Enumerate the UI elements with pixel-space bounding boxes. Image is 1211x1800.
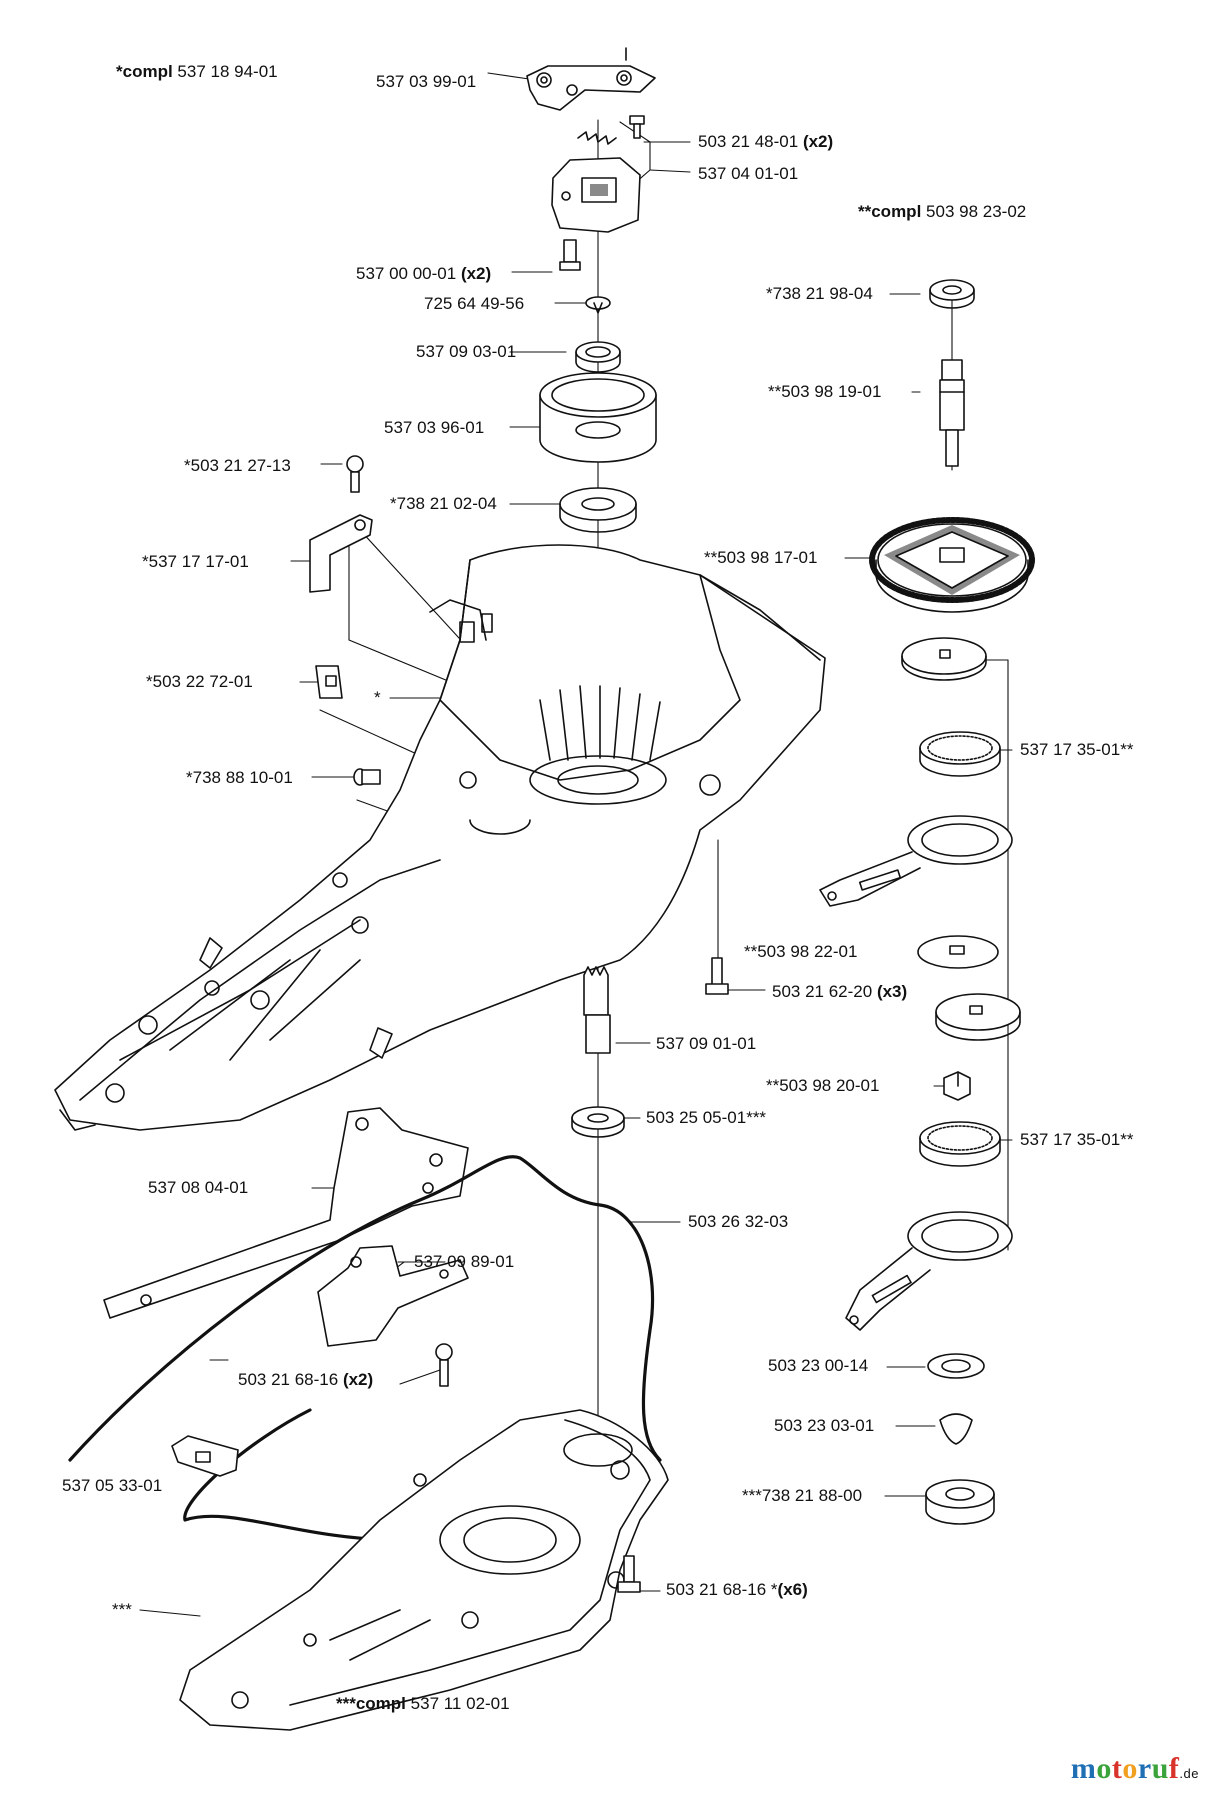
part-label: 537 03 99-01 xyxy=(376,72,477,91)
guide-plate xyxy=(103,1107,469,1319)
screw-503-21-48 xyxy=(629,115,645,139)
needle-bearing-bottom xyxy=(919,1121,1001,1167)
assembly-label-top: *compl 537 18 94-01 xyxy=(116,62,278,81)
part-label: 537 09 89-01 xyxy=(414,1252,515,1271)
part-label: 503 23 00-14 xyxy=(768,1356,869,1375)
logo-letter: t xyxy=(1111,1752,1123,1785)
small-washer xyxy=(585,296,611,314)
large-gear xyxy=(869,517,1035,613)
bearing-738-21-88 xyxy=(925,1479,995,1525)
clip-503-23-03 xyxy=(939,1413,973,1445)
part-label: **503 98 19-01 xyxy=(768,382,882,401)
washer-503-23-00 xyxy=(927,1353,985,1379)
part-label: 537 05 33-01 xyxy=(62,1476,163,1495)
pinion xyxy=(583,966,611,1054)
hex-nut xyxy=(943,1071,971,1101)
part-label: 503 21 68-16 (x2) xyxy=(238,1370,374,1389)
part-label: 537 04 01-01 xyxy=(698,164,799,183)
part-label: 503 21 68-16 *(x6) xyxy=(666,1580,808,1599)
part-label: 537 17 35-01** xyxy=(1020,740,1134,759)
spacer-disc xyxy=(901,637,987,681)
part-label: *738 21 02-04 xyxy=(390,494,497,513)
shaft xyxy=(939,359,965,467)
bearing-738-21-02 xyxy=(559,487,637,533)
part-label: *738 88 10-01 xyxy=(186,768,293,787)
logo-letter: u xyxy=(1151,1752,1169,1785)
part-label: 537 08 04-01 xyxy=(148,1178,249,1197)
connecting-rod-top xyxy=(819,815,1013,907)
screw-503-21-68-x6 xyxy=(617,1555,641,1593)
part-label: 537 03 96-01 xyxy=(384,418,485,437)
part-label: **503 98 17-01 xyxy=(704,548,818,567)
screw-503-21-68-x2 xyxy=(435,1343,453,1387)
spring xyxy=(577,131,617,145)
drum-cover xyxy=(539,372,657,463)
screw-503-21-62 xyxy=(705,957,729,995)
part-label: **503 98 20-01 xyxy=(766,1076,880,1095)
bracket-537-09-89 xyxy=(317,1245,469,1347)
cam-block xyxy=(551,157,641,233)
part-label: 503 26 32-03 xyxy=(688,1212,789,1231)
brand-logo: motoruf.de xyxy=(1071,1752,1199,1786)
part-label: * xyxy=(374,688,381,707)
part-label: *503 22 72-01 xyxy=(146,672,253,691)
logo-letter: o xyxy=(1096,1752,1112,1785)
part-label: *738 21 98-04 xyxy=(766,284,873,303)
logo-letter: m xyxy=(1070,1752,1097,1785)
gasket xyxy=(68,1155,662,1542)
screw-503-21-27 xyxy=(346,455,364,493)
logo-text: motoruf xyxy=(1071,1752,1180,1785)
part-label: *537 17 17-01 xyxy=(142,552,249,571)
clip xyxy=(315,665,343,699)
washer-738-21-98 xyxy=(929,279,975,309)
part-label: 537 09 01-01 xyxy=(656,1034,757,1053)
slider-block xyxy=(171,1435,239,1477)
part-label: ***738 21 88-00 xyxy=(742,1486,863,1505)
part-label: 725 64 49-56 xyxy=(424,294,525,313)
lever xyxy=(309,514,373,593)
part-label: *503 21 27-13 xyxy=(184,456,291,475)
grease-nipple xyxy=(353,768,381,786)
logo-domain: .de xyxy=(1179,1766,1199,1781)
part-label: 503 23 03-01 xyxy=(774,1416,875,1435)
bracket-plate xyxy=(526,47,656,111)
logo-letter: f xyxy=(1168,1752,1180,1785)
logo-letter: r xyxy=(1137,1752,1152,1785)
bearing-503-25-05 xyxy=(571,1106,625,1138)
part-label: 503 21 62-20 (x3) xyxy=(772,982,908,1001)
connecting-rod-bottom xyxy=(845,1211,1013,1331)
part-label: **503 98 22-01 xyxy=(744,942,858,961)
eccentric-disc xyxy=(935,993,1021,1041)
part-label: 503 21 48-01 (x2) xyxy=(698,132,834,151)
screw-537-00-00 xyxy=(559,239,581,271)
part-label: *** xyxy=(112,1600,132,1619)
bearing-cap xyxy=(575,341,621,373)
washer-503-98-22 xyxy=(917,935,999,969)
part-label: 503 25 05-01*** xyxy=(646,1108,767,1127)
part-label: 537 17 35-01** xyxy=(1020,1130,1134,1149)
bottom-cover xyxy=(179,1409,669,1731)
part-label: 537 09 03-01 xyxy=(416,342,517,361)
needle-bearing-top xyxy=(919,731,1001,777)
assembly-label-bottom: ***compl 537 11 02-01 xyxy=(336,1694,510,1713)
logo-letter: o xyxy=(1122,1752,1138,1785)
assembly-label-right: **compl 503 98 23-02 xyxy=(858,202,1027,221)
main-housing xyxy=(54,544,826,1131)
part-label: 537 00 00-01 (x2) xyxy=(356,264,492,283)
